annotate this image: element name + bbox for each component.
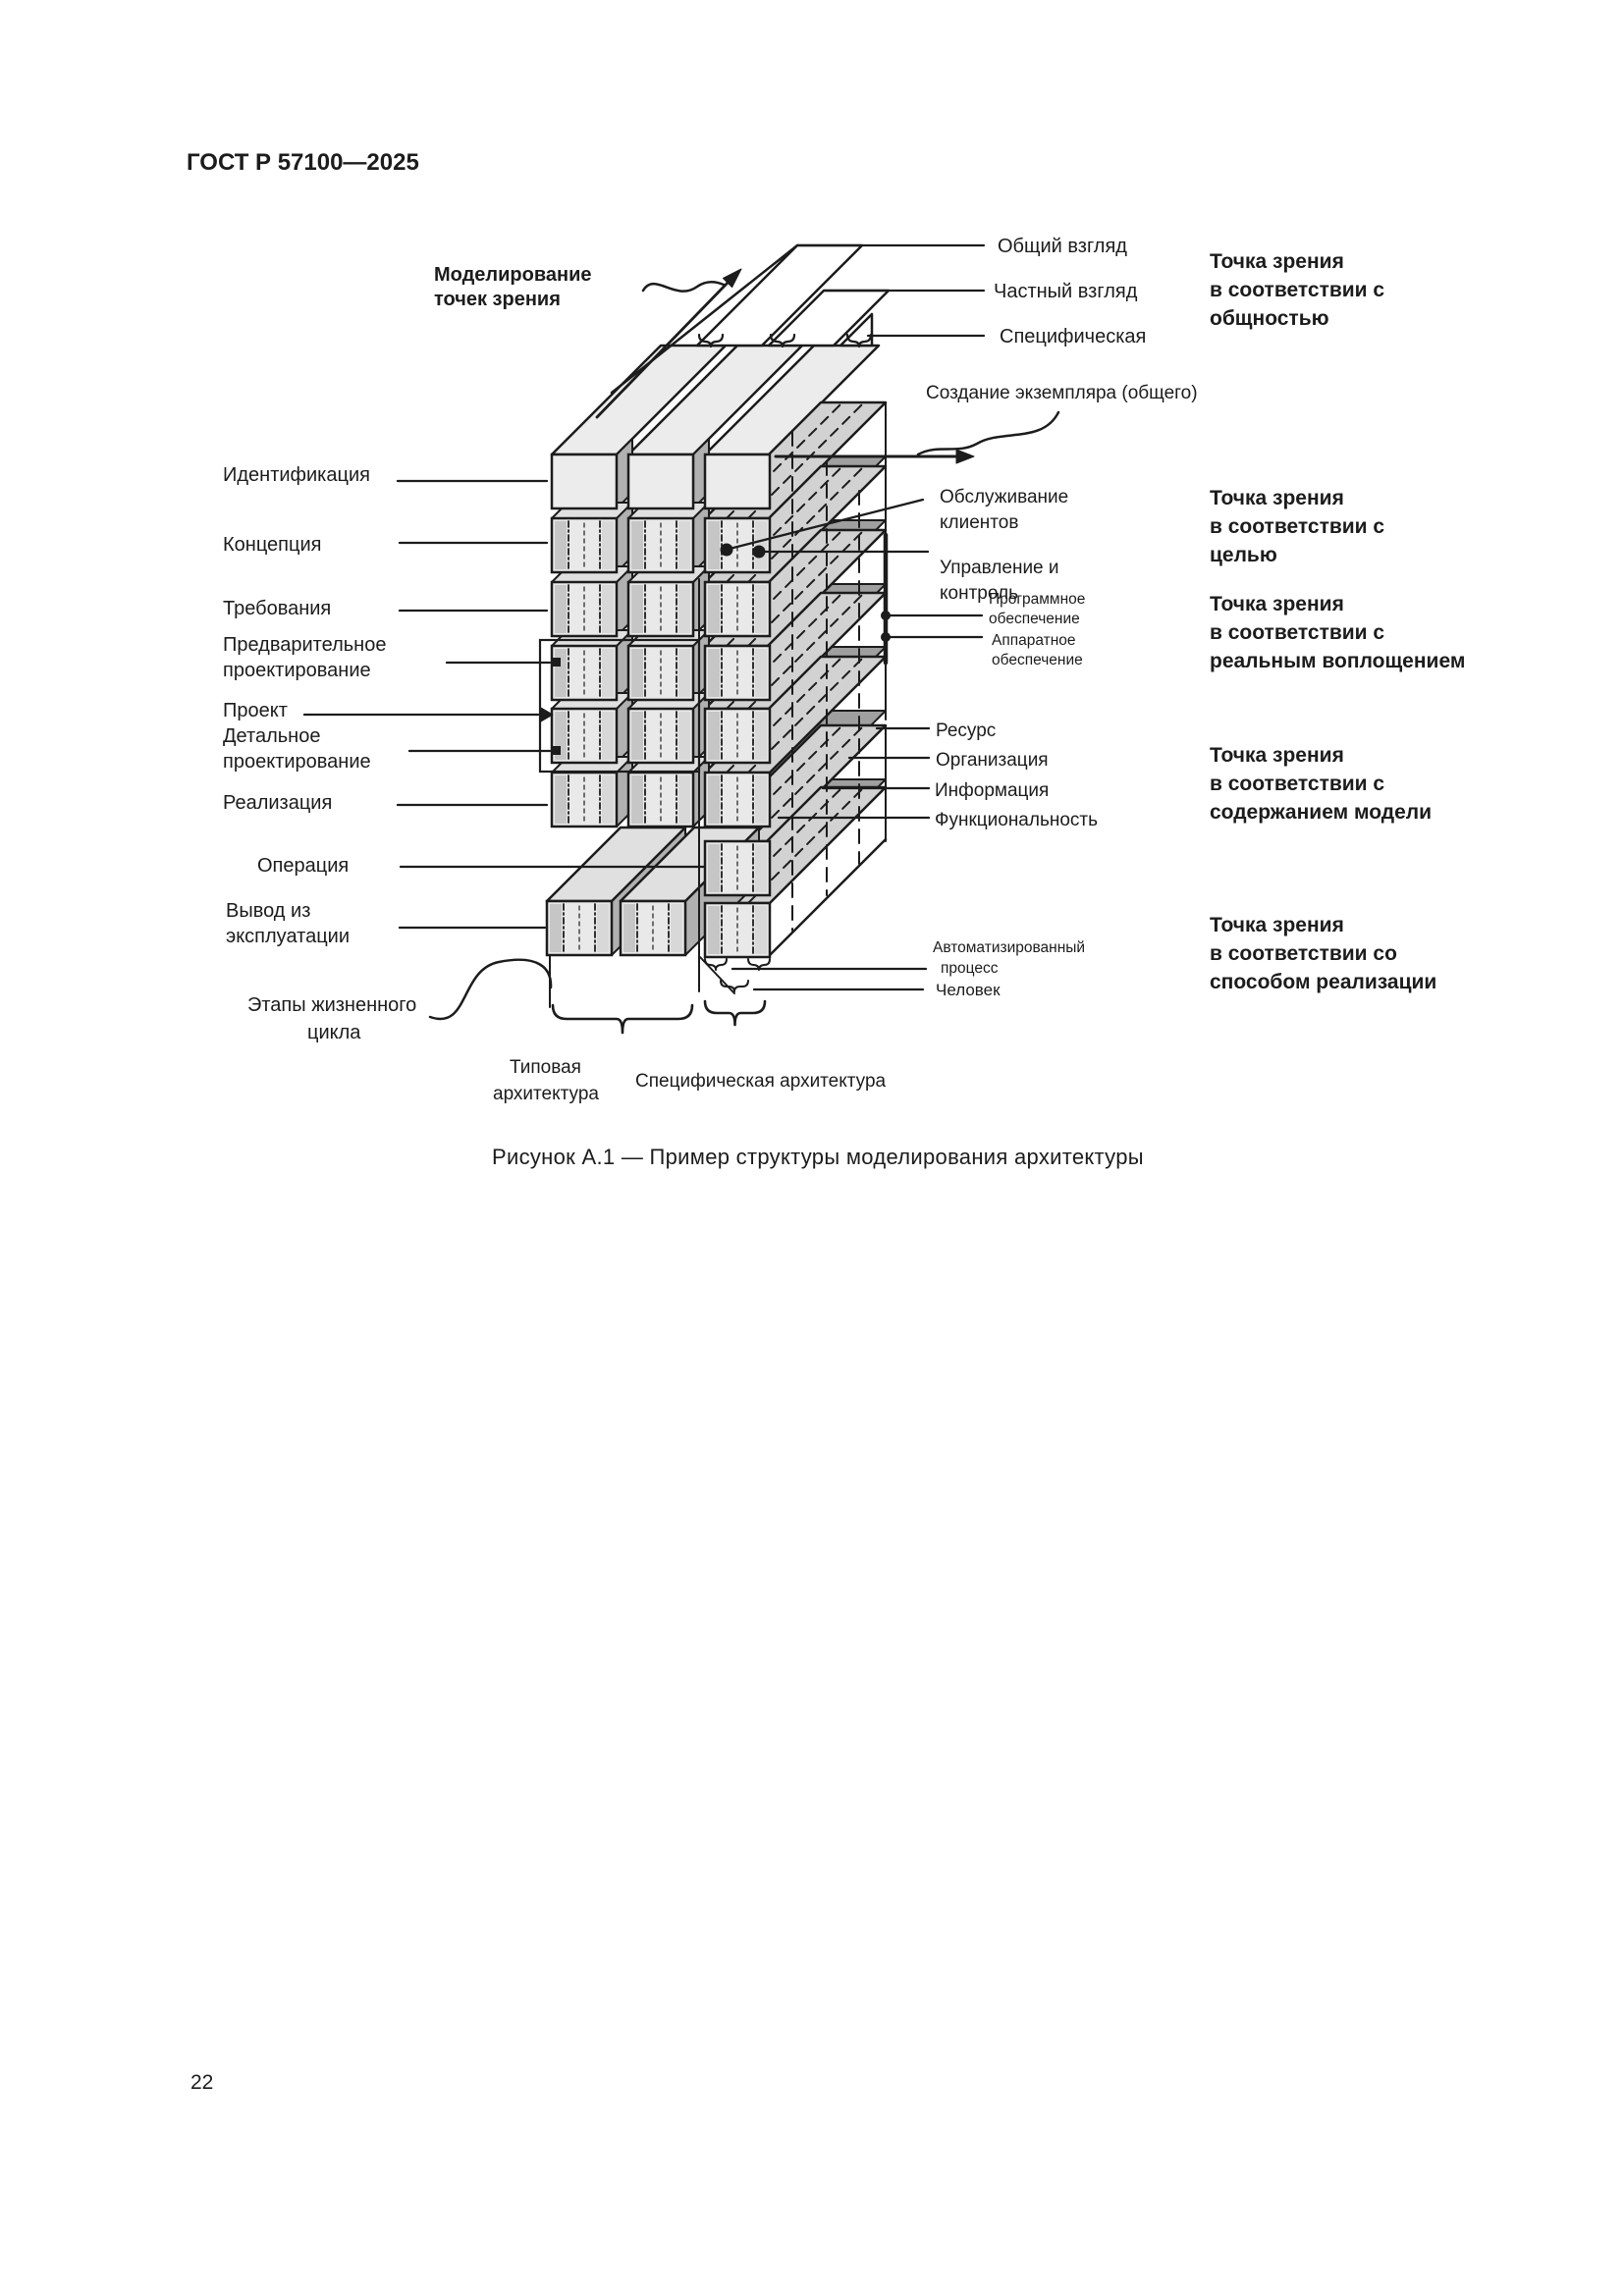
management-control-label-line2: контроль	[940, 583, 1018, 604]
view-specific-label: Специфическая	[1000, 326, 1147, 347]
instantiation-label: Создание экземпляра (общего)	[926, 383, 1198, 403]
viewpoint-purpose: Точка зрения в соответствии с целью	[1210, 487, 1385, 566]
phase-concept-label: Концепция	[223, 534, 322, 556]
phase-detailed-design-label-line1: Детальное	[223, 725, 321, 747]
lifecycle-stages-label-line2: цикла	[307, 1022, 361, 1043]
phase-preliminary-design-label-line2: проектирование	[223, 660, 371, 681]
software-label-line1: Программное	[989, 591, 1086, 608]
view-partial-label: Частный взгляд	[994, 281, 1138, 302]
human-label: Человек	[936, 981, 1001, 999]
modeling-label-line2: точек зрения	[434, 289, 561, 310]
software-label-line2: обеспечение	[989, 611, 1080, 627]
customer-service-label-line2: клиентов	[940, 512, 1019, 533]
functionality-label: Функциональность	[935, 810, 1099, 830]
architecture-modeling-diagram	[302, 243, 1060, 1035]
figure-caption: Рисунок А.1 — Пример структуры моделиров…	[492, 1145, 1144, 1169]
phase-identification-label: Идентификация	[223, 464, 370, 486]
page-number: 22	[190, 2071, 214, 2094]
viewpoint-generality: Точка зрения в соответствии с общностью	[1210, 250, 1385, 330]
phase-decommissioning-label-line1: Вывод из	[226, 900, 311, 922]
phase-project-label: Проект	[223, 700, 288, 721]
phase-preliminary-design-label-line1: Предварительное	[223, 634, 387, 656]
typical-architecture-label-line1: Типовая	[510, 1057, 581, 1078]
typical-architecture-label-line2: архитектура	[493, 1084, 599, 1104]
page-header: ГОСТ Р 57100—2025	[187, 149, 419, 176]
resource-label: Ресурс	[936, 721, 997, 741]
automated-process-label-line1: Автоматизированный	[933, 939, 1086, 956]
phase-implementation-label: Реализация	[223, 792, 333, 814]
modeling-label-line1: Моделирование	[434, 264, 592, 286]
specific-architecture-label: Специфическая архитектура	[635, 1071, 887, 1092]
organisation-label: Организация	[936, 750, 1049, 771]
automated-process-label-line2: процесс	[941, 960, 999, 977]
hardware-label-line2: обеспечение	[992, 652, 1083, 668]
phase-operation-label: Операция	[257, 855, 350, 877]
viewpoint-real-embodiment: Точка зрения в соответствии с реальным в…	[1210, 593, 1466, 672]
management-control-label-line1: Управление и	[940, 558, 1059, 578]
phase-detailed-design-label-line2: проектирование	[223, 751, 371, 773]
viewpoint-model-content: Точка зрения в соответствии с содержание…	[1210, 744, 1433, 824]
viewpoint-implementation-method: Точка зрения в соответствии со способом …	[1210, 914, 1437, 993]
information-label: Информация	[935, 780, 1050, 801]
lifecycle-stages-label-line1: Этапы жизненного	[247, 994, 417, 1016]
hardware-label-line1: Аппаратное	[992, 632, 1076, 649]
phase-requirements-label: Требования	[223, 598, 332, 619]
phase-decommissioning-label-line2: эксплуатации	[226, 926, 350, 947]
customer-service-label-line1: Обслуживание	[940, 487, 1069, 507]
view-general-label: Общий взгляд	[998, 236, 1127, 257]
